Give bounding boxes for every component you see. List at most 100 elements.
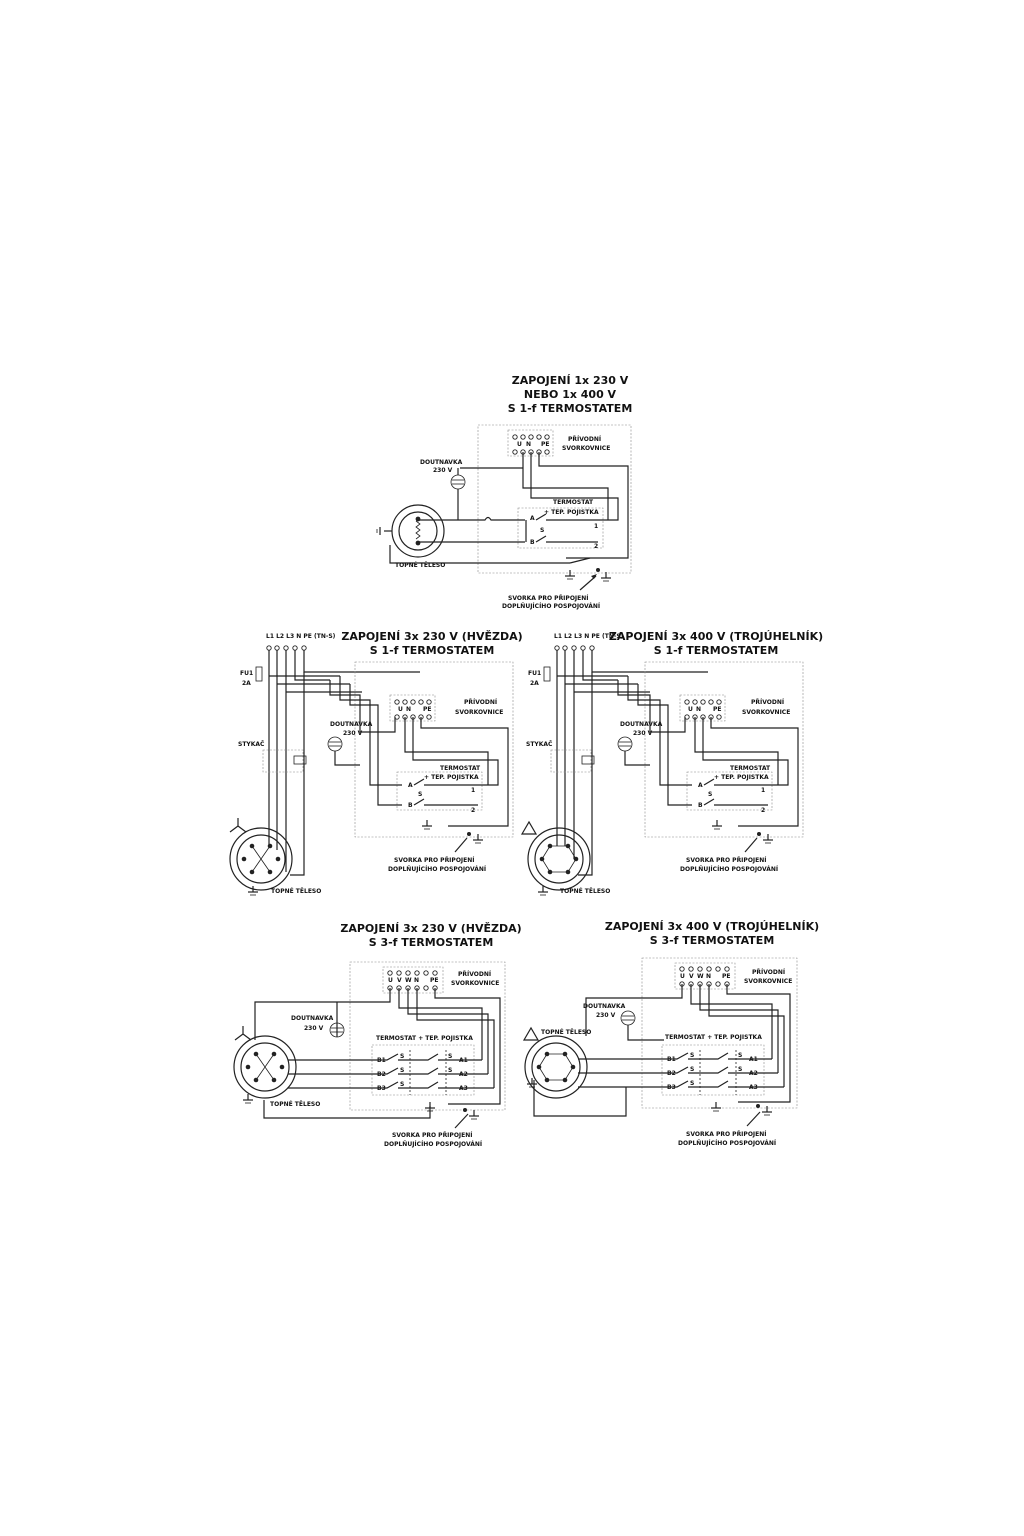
d4-terminal-block [382, 966, 444, 994]
d2-wires [329, 676, 509, 827]
d3-heating-element [527, 827, 591, 891]
d2-tns-label: (TN-S) [314, 633, 336, 640]
d2-star-symbol-icon [229, 818, 247, 833]
d2-1-label: 1 [471, 787, 475, 794]
diagram-3x400v-delta-3f: ZAPOJENÍ 3x 400 V (TROJÚHELNÍK) S 3-f TE… [522, 920, 819, 1147]
d2-title-line2: S 1-f TERMOSTATEM [370, 644, 495, 657]
d4-title-line1: ZAPOJENÍ 3x 230 V (HVĚZDA) [340, 922, 521, 935]
d2-supply-lines [266, 645, 420, 830]
d1-termostat-label: TERMOSTAT [553, 499, 594, 506]
d2-contactor-coil [293, 755, 307, 765]
d5-s3-label: S [690, 1066, 694, 1073]
d3-fu1-label: FU1 [528, 670, 541, 677]
d1-ground-terminal-icon [565, 568, 611, 591]
d5-termostat-label: TERMOSTAT + TEP. POJISTKA [665, 1034, 762, 1041]
d3-housing-box [644, 661, 804, 838]
d5-s4-label: S [738, 1066, 742, 1073]
d1-svorka-label2: DOPLŇUJÍCÍHO POSPOJOVÁNÍ [502, 602, 601, 610]
d2-terminal-block [389, 694, 436, 722]
d2-svorka-label1: SVORKA PRO PŘIPOJENÍ [394, 856, 475, 864]
d5-term-w: W [697, 973, 704, 980]
d2-ground-icons [248, 672, 483, 896]
d2-title-line1: ZAPOJENÍ 3x 230 V (HVĚZDA) [341, 630, 522, 643]
d3-glow-lamp [617, 736, 633, 752]
d2-contactor [262, 749, 304, 773]
d1-thermostat-box [517, 507, 604, 549]
d3-contactor-coil [581, 755, 595, 765]
d3-svorka-label1: SVORKA PRO PŘIPOJENÍ [686, 856, 767, 864]
d3-title-line2: S 1-f TERMOSTATEM [654, 644, 779, 657]
d1-title-line1: ZAPOJENÍ 1x 230 V [512, 374, 629, 387]
d2-glow-lamp [327, 736, 343, 752]
d1-title-line2: NEBO 1x 400 V [524, 388, 617, 401]
d3-contactor [550, 749, 592, 773]
d4-svorka-label1: SVORKA PRO PŘIPOJENÍ [392, 1131, 473, 1139]
d3-title-line1: ZAPOJENÍ 3x 400 V (TROJÚHELNÍK) [609, 630, 823, 643]
d1-heating-element [391, 504, 445, 558]
d2-termostat-label: TERMOSTAT [440, 765, 481, 772]
d2-fu1-label: FU1 [240, 670, 253, 677]
d3-stykac-label: STYKAČ [526, 741, 553, 748]
d1-term-n: N [526, 441, 531, 448]
d1-svorkovnice-label: SVORKOVNICE [562, 445, 610, 452]
d4-s2-label: S [448, 1053, 452, 1060]
d4-termostat-label: TERMOSTAT + TEP. POJISTKA [376, 1035, 473, 1042]
d4-term-pe: PE [430, 977, 439, 984]
d4-heating-element [233, 1035, 297, 1099]
d5-term-n: N [706, 973, 711, 980]
d2-pojistka-label: + TEP. POJISTKA [424, 774, 479, 781]
d2-2-label: 2 [471, 807, 475, 814]
d1-terminal-block [507, 429, 554, 457]
d4-thermostat-box [371, 1044, 475, 1096]
d5-term-v: V [689, 973, 694, 980]
d1-svorka-label1: SVORKA PRO PŘIPOJENÍ [508, 594, 589, 602]
d2-term-pe: PE [423, 706, 432, 713]
d5-prividni-label: PŘÍVODNÍ [752, 968, 786, 976]
d1-term-u: U [517, 441, 522, 448]
d3-b-label: B [698, 802, 703, 809]
d3-topne-label: TOPNÉ TĚLESO [560, 887, 610, 895]
d4-topne-label: TOPNÉ TĚLESO [270, 1100, 320, 1108]
d3-lines-label: L1 L2 L3 N PE [554, 633, 600, 640]
d3-svorka-label2: DOPLŇUJÍCÍHO POSPOJOVÁNÍ [680, 865, 779, 873]
d4-s1-label: S [400, 1053, 404, 1060]
d4-s5-label: S [400, 1081, 404, 1088]
d3-230v-label: 230 V [633, 730, 653, 737]
diagram-3x230v-star-1f: ZAPOJENÍ 3x 230 V (HVĚZDA) S 1-f TERMOST… [229, 630, 523, 896]
d5-s5-label: S [690, 1080, 694, 1087]
d2-a-label: A [408, 782, 413, 789]
d3-thermostat-box [686, 771, 773, 811]
d2-b-label: B [408, 802, 413, 809]
d1-230v-label: 230 V [433, 467, 453, 474]
d4-svorkovnice-label: SVORKOVNICE [451, 980, 499, 987]
d1-title-line3: S 1-f TERMOSTATEM [508, 402, 633, 415]
d3-tns-label: (TN-S) [602, 633, 624, 640]
d4-doutnavka-label: DOUTNAVKA [291, 1015, 334, 1022]
d5-ground-icons [527, 1078, 772, 1127]
d2-lines-label: L1 L2 L3 N PE [266, 633, 312, 640]
d2-230v-label: 230 V [343, 730, 363, 737]
d5-heating-element [524, 1035, 588, 1099]
d2-stykac-label: STYKAČ [238, 741, 265, 748]
d5-wires [533, 984, 791, 1117]
d4-term-w: W [405, 977, 412, 984]
d1-pojistka-label: + TEP. POJISTKA [544, 509, 599, 516]
d4-housing-box [349, 961, 506, 1111]
d3-svorkovnice-label: SVORKOVNICE [742, 709, 790, 716]
d5-topne-label: TOPNÉ TĚLESO [541, 1028, 591, 1036]
d3-prividni-label: PŘÍVODNÍ [751, 698, 785, 706]
diagram-1x230v: ZAPOJENÍ 1x 230 V NEBO 1x 400 V S 1-f TE… [376, 374, 633, 610]
d3-wires [617, 676, 799, 827]
d1-doutnavka-label: DOUTNAVKA [420, 459, 463, 466]
d5-svorka-label2: DOPLŇUJÍCÍHO POSPOJOVÁNÍ [678, 1139, 777, 1147]
d3-ground-icons [538, 672, 773, 896]
d5-delta-symbol-icon [522, 1026, 540, 1041]
d2-topne-label: TOPNÉ TĚLESO [271, 887, 321, 895]
d4-s3-label: S [400, 1067, 404, 1074]
d2-term-u: U [398, 706, 403, 713]
d2-svorkovnice-label: SVORKOVNICE [455, 709, 503, 716]
d1-a-label: A [530, 515, 535, 522]
d2-svorka-label2: DOPLŇUJÍCÍHO POSPOJOVÁNÍ [388, 865, 487, 873]
d2-heating-element [229, 827, 293, 891]
